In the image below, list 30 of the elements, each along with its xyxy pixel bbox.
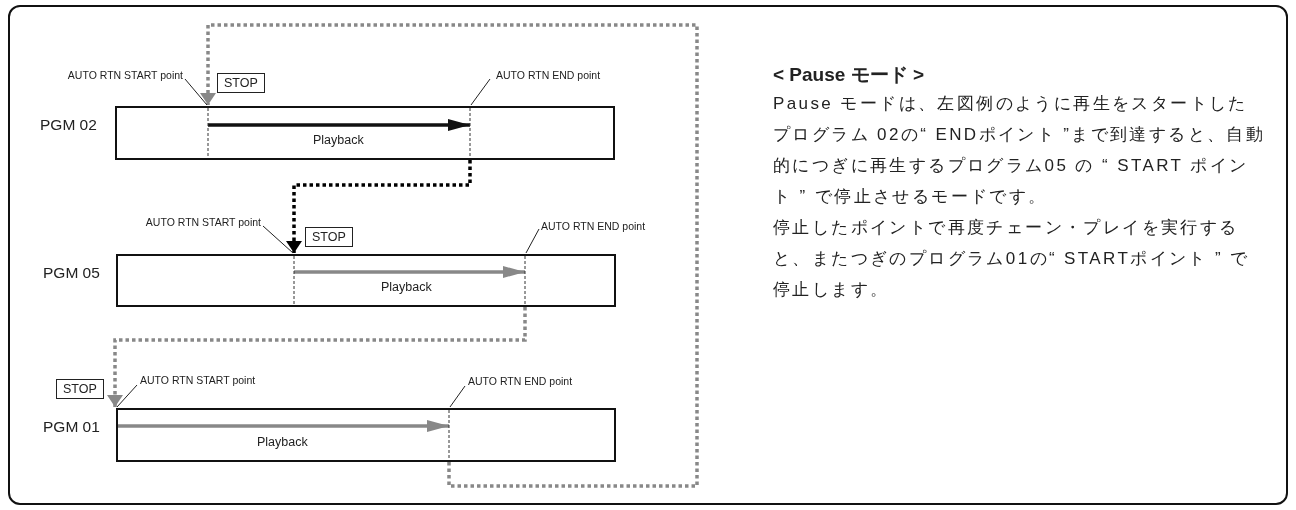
description-text: Pause モードは、左図例のように再生をスタートしたプログラム 02の“ ENDポイント ”まで到達すると、自動的につぎに再生するプログラム05 の “ START ポイント ” で停止させるモードです。	[773, 93, 1267, 208]
playback-label: Playback	[381, 280, 432, 294]
point-label: AUTO RTN START point	[140, 374, 256, 386]
program-bar	[115, 106, 615, 160]
point-label: AUTO RTN END point	[541, 220, 646, 232]
program-bar	[116, 254, 616, 307]
program-label: PGM 01	[43, 418, 100, 436]
leader-line	[116, 384, 138, 408]
panel-title: < Pause モード >	[773, 63, 924, 87]
point-label: AUTO RTN START point	[110, 216, 261, 228]
program-bar	[116, 408, 616, 462]
leader-line	[525, 228, 540, 254]
playback-label: Playback	[257, 435, 308, 449]
leader-line	[184, 78, 208, 106]
stop-label: STOP	[217, 73, 265, 93]
description-text: 停止したポイントで再度チェーン・プレイを実行すると、またつぎのプログラム01の“ STARTポイント ” で停止します。	[773, 217, 1251, 301]
leader-line	[470, 78, 491, 106]
leader-line	[262, 225, 294, 254]
flow-arrow	[286, 160, 472, 253]
program-label: PGM 05	[43, 264, 100, 282]
flow-arrow	[200, 23, 699, 488]
point-label: AUTO RTN END point	[468, 375, 573, 387]
point-label: AUTO RTN START point	[40, 69, 183, 81]
flow-arrow	[107, 307, 527, 407]
point-label: AUTO RTN END point	[496, 69, 601, 81]
stop-label: STOP	[56, 379, 104, 399]
playback-label: Playback	[313, 133, 364, 147]
stop-label: STOP	[305, 227, 353, 247]
program-label: PGM 02	[40, 116, 97, 134]
leader-line	[449, 385, 466, 408]
